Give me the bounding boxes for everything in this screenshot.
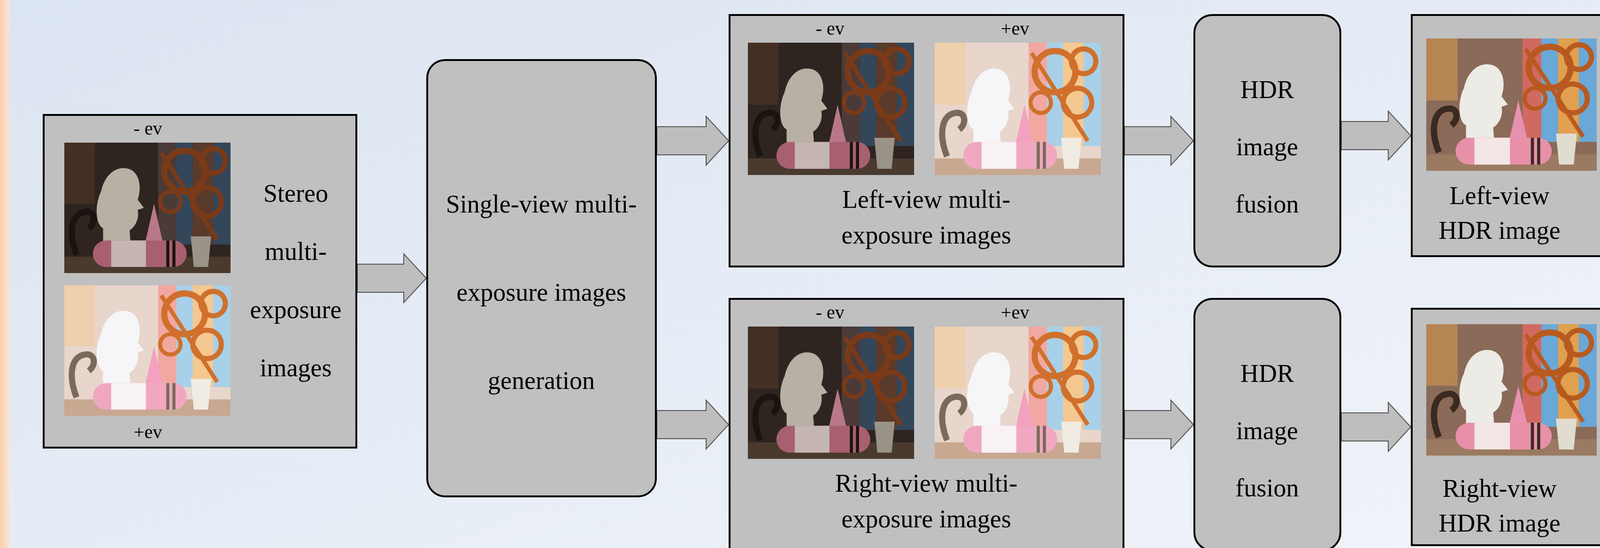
box-label: Left-view multi-exposure images	[799, 181, 1054, 254]
block-arrow	[656, 400, 729, 450]
process-block: Single-view multi-exposure images genera…	[426, 59, 657, 498]
box-label: Single-view multi-exposure images genera…	[433, 160, 650, 425]
box-label: HDR image fusion	[1210, 345, 1324, 517]
photo-thumbnail	[1426, 38, 1597, 171]
image-panel: Left-view HDR image	[1410, 14, 1600, 258]
process-block: HDR image fusion	[1193, 298, 1342, 548]
block-arrow	[1124, 400, 1194, 450]
box-label: Right-view multi-exposure images	[799, 465, 1054, 538]
photo-thumbnail	[747, 42, 915, 176]
image-panel: Right-view HDR image	[1410, 307, 1600, 547]
exposure-label: - ev	[783, 301, 877, 324]
photo-thumbnail	[64, 285, 231, 416]
photo-thumbnail	[934, 326, 1101, 460]
block-arrow	[1341, 402, 1411, 452]
image-panel: - ev +evLeft-view multi-exposure images	[728, 14, 1125, 268]
box-label: HDR image fusion	[1210, 61, 1324, 233]
photo-thumbnail	[747, 326, 915, 460]
photo-thumbnail	[1426, 324, 1597, 456]
block-arrow	[1341, 111, 1411, 161]
block-arrow	[357, 253, 427, 303]
exposure-label: +ev	[968, 301, 1062, 324]
image-panel: - ev +evRight-view multi-exposure images	[728, 298, 1125, 548]
exposure-label: - ev	[783, 17, 877, 40]
block-arrow	[656, 116, 729, 166]
process-block: HDR image fusion	[1193, 14, 1342, 268]
block-arrow	[1124, 116, 1194, 166]
exposure-label: +ev	[968, 17, 1062, 40]
side-strip	[0, 0, 10, 548]
box-label: Stereo multi- exposure images	[241, 164, 350, 398]
box-label: Right-view HDR image	[1422, 471, 1577, 541]
exposure-label: - ev	[100, 117, 195, 140]
photo-thumbnail	[64, 142, 231, 274]
image-panel: - ev Stereo multi- exposure images +ev	[42, 114, 358, 449]
exposure-label: +ev	[100, 421, 195, 444]
box-label: Left-view HDR image	[1422, 178, 1577, 248]
photo-thumbnail	[934, 42, 1101, 176]
